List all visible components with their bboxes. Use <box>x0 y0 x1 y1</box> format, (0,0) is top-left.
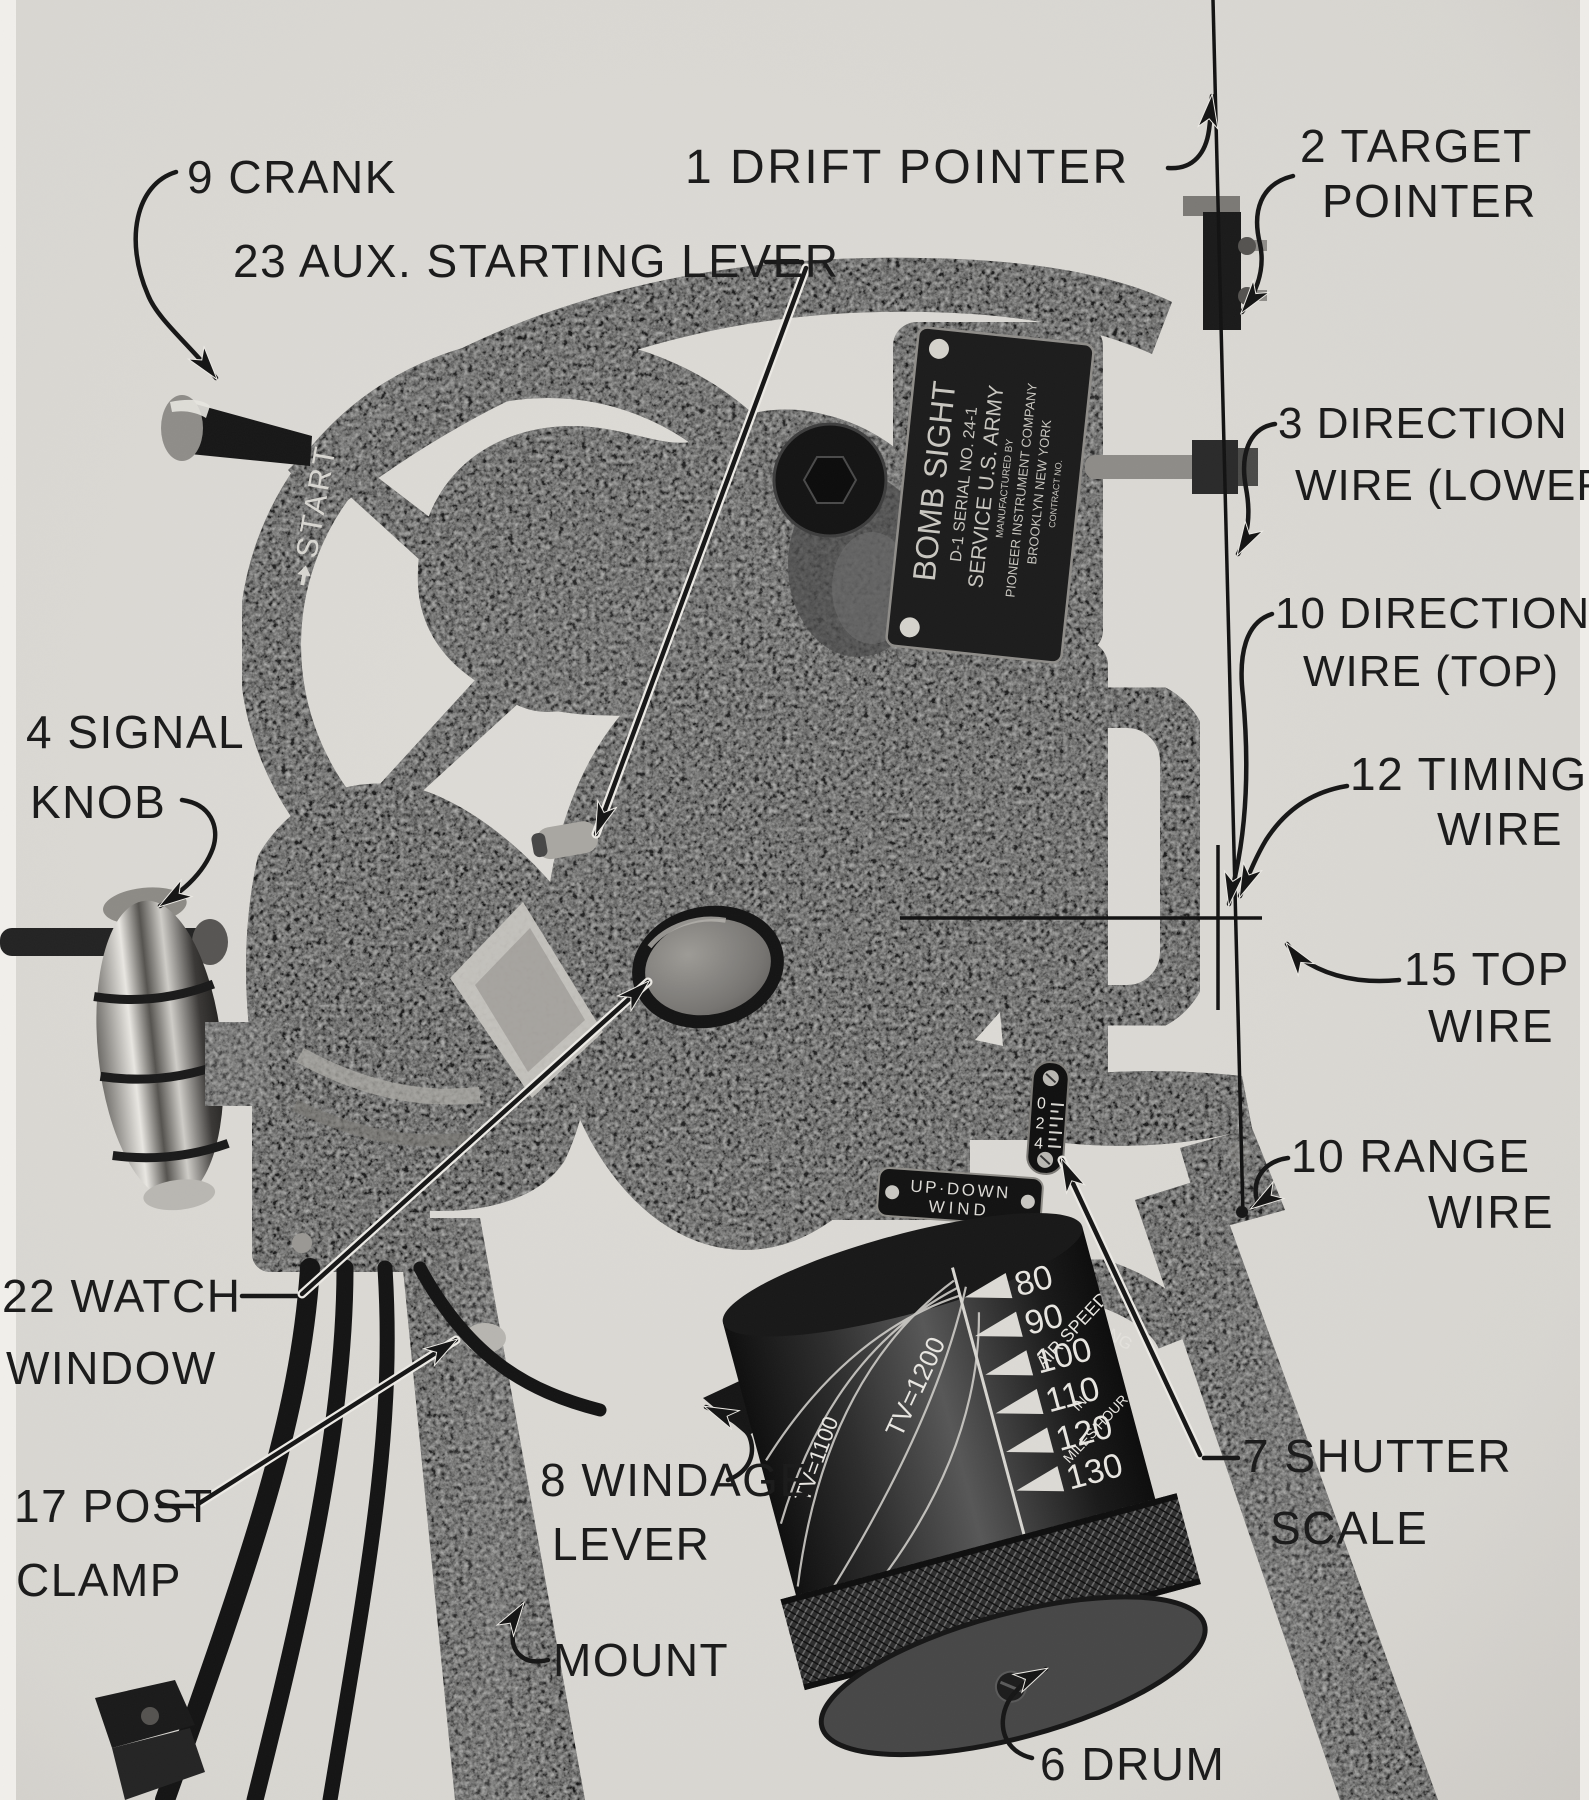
wire-end-nub <box>1236 1206 1248 1218</box>
label-timing-wire-2: WIRE <box>1437 803 1563 855</box>
label-direction-wire-top-2: WIRE (TOP) <box>1303 647 1559 696</box>
label-direction-wire-lower-1: 3 DIRECTION <box>1278 399 1568 448</box>
corner-screw <box>292 1233 312 1253</box>
label-top-wire-1: 15 TOP <box>1404 943 1570 995</box>
label-top-wire-2: WIRE <box>1428 1000 1554 1052</box>
label-drum: 6 DRUM <box>1040 1738 1225 1790</box>
label-signal-knob-2: KNOB <box>30 776 166 828</box>
shutter-tick-4: 4 <box>1034 1135 1044 1153</box>
label-range-wire-2: WIRE <box>1428 1186 1554 1238</box>
label-watch-window-2: WINDOW <box>6 1342 217 1394</box>
label-mount: MOUNT <box>553 1634 729 1686</box>
label-target-pointer-2: POINTER <box>1322 175 1537 227</box>
shutter-tick-2: 2 <box>1035 1115 1045 1133</box>
knob-shaft <box>205 1022 269 1106</box>
label-post-clamp-1: 17 POST <box>14 1480 214 1532</box>
label-shutter-scale-1: 7 SHUTTER <box>1243 1430 1512 1482</box>
label-post-clamp-2: CLAMP <box>16 1554 182 1606</box>
label-signal-knob-1: 4 SIGNAL <box>26 706 245 758</box>
label-target-pointer-1: 2 TARGET <box>1300 120 1533 172</box>
label-aux-starting-lever: 23 AUX. STARTING LEVER <box>233 235 840 287</box>
label-shutter-scale-2: SCALE <box>1270 1502 1428 1554</box>
label-windage-lever-1: 8 WINDAGE <box>540 1454 812 1506</box>
label-direction-wire-lower-2: WIRE (LOWER) <box>1295 461 1589 510</box>
label-direction-wire-top-1: 10 DIRECTION <box>1275 589 1589 638</box>
label-drift-pointer: 1 DRIFT POINTER <box>685 141 1130 194</box>
photo-border-right <box>1580 0 1589 1800</box>
label-range-wire-1: 10 RANGE <box>1291 1130 1531 1182</box>
nameplate: BOMB SIGHT D-1 SERIAL NO. 24-1 SERVICE U… <box>885 326 1095 664</box>
label-crank: 9 CRANK <box>187 151 397 203</box>
label-timing-wire-1: 12 TIMING <box>1350 748 1588 800</box>
label-windage-lever-2: LEVER <box>552 1518 710 1570</box>
shutter-tick-0: 0 <box>1036 1095 1046 1113</box>
label-watch-window-1: 22 WATCH <box>2 1270 241 1322</box>
